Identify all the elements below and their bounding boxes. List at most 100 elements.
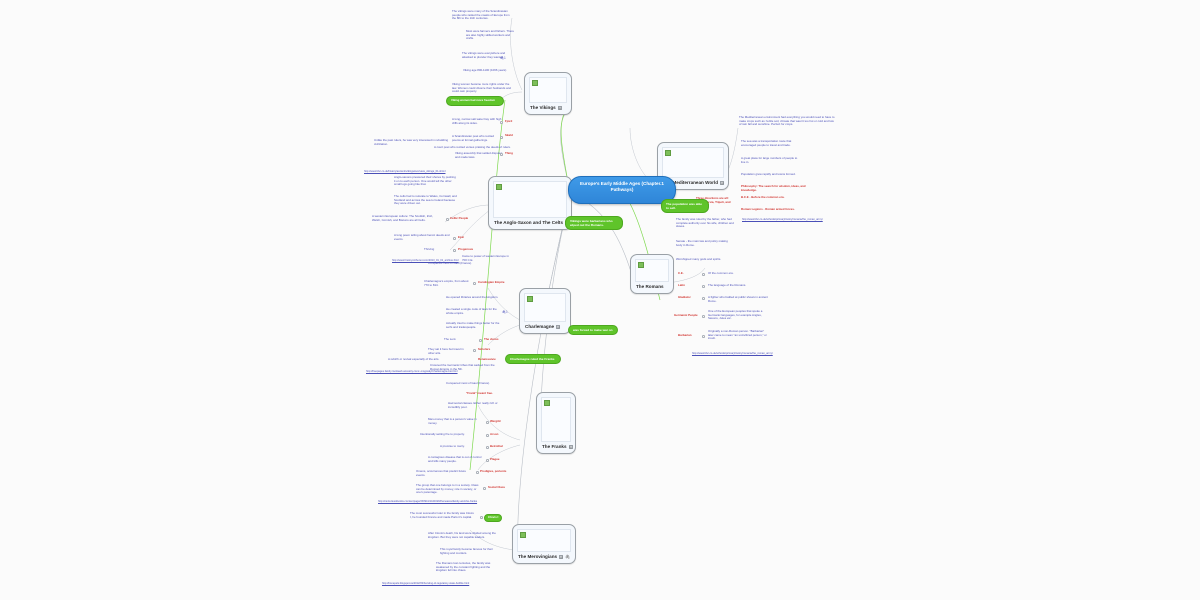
- attachment-icon[interactable]: 🖇1: [500, 56, 506, 60]
- leaf-anglo-term-3[interactable]: Thriving: [424, 247, 435, 251]
- leaf-viking-note-4[interactable]: Viking women became more rights under th…: [452, 82, 511, 94]
- leaf-viking-note-0[interactable]: The vikings were many of the Scandinavia…: [452, 9, 510, 21]
- leaf-romans-link-0[interactable]: http://www.bbc.co.uk/schools/primaryhist…: [742, 218, 823, 221]
- callout-barbarians[interactable]: Vikings were barbarians who wiped out th…: [565, 216, 623, 231]
- leaf-romans-term-1[interactable]: Latin: [678, 283, 685, 287]
- leaf-mero-note-0[interactable]: The most successful ruler in the family …: [410, 511, 474, 519]
- callout-viking-women[interactable]: Viking women had more freedom: [446, 96, 504, 106]
- leaf-franks-term-3[interactable]: Plague: [490, 457, 500, 461]
- leaf-viking-note-8[interactable]: Unlike the past rulers, he was very inte…: [374, 138, 449, 146]
- leaf-med-note-5[interactable]: B.C.E - Before the common era.: [741, 195, 785, 199]
- leaf-anglo-note-1[interactable]: The celts had to relocate to Wales, Corn…: [394, 194, 457, 206]
- leaf-romans-def-0[interactable]: Of the common era.: [708, 271, 734, 275]
- callout-charlemagne-rome[interactable]: was forced to make war on: [568, 325, 618, 336]
- leaf-franks-term-1[interactable]: Arson: [490, 432, 499, 436]
- leaf-med-note-0[interactable]: The Mediterranean environment had everyt…: [739, 115, 835, 127]
- leaf-anglo-term-2[interactable]: Progenous: [458, 247, 474, 251]
- leaf-charlemagne-term-def-0[interactable]: Charlemagne's empire, from about 770 to …: [424, 279, 469, 287]
- central-topic-node[interactable]: Europe's Early Middle Ages (Chapter.1 Pa…: [568, 176, 676, 204]
- leaf-romans-term-2[interactable]: Gladiator: [678, 295, 691, 299]
- leaf-mero-source[interactable]: http://bonepels.blogspot.ca/2012/03/burs…: [382, 582, 470, 585]
- leaf-romans-def-1[interactable]: The language of the Romans.: [708, 283, 747, 287]
- leaf-anglo-term-0[interactable]: Celtic People: [450, 216, 469, 220]
- leaf-anglo-note-0[interactable]: Anglo-saxons pressured their shores by p…: [394, 175, 456, 187]
- topic-node-mediterranean-world[interactable]: The Mediterranean World ▤: [657, 142, 729, 190]
- leaf-charlemagne-term-2[interactable]: Scholars: [478, 347, 491, 351]
- topic-node-franks[interactable]: The Franks ▤: [536, 392, 576, 454]
- note-icon[interactable]: ▤: [557, 105, 562, 110]
- topic-node-romans[interactable]: The Romans: [630, 254, 674, 294]
- leaf-charlemagne-term-3[interactable]: Renaissance: [478, 357, 496, 361]
- leaf-romans-def-2[interactable]: A fighter who battled at public shows in…: [708, 295, 768, 303]
- leaf-viking-term-def-1[interactable]: A Scandinavian poet who recited poems at…: [452, 134, 494, 142]
- leaf-charlemagne-term-def-2[interactable]: They sat it here but travel in other art…: [428, 347, 464, 355]
- topic-node-vikings[interactable]: The Vikings ▤: [524, 72, 572, 115]
- leaf-anglo-term-1[interactable]: Epic: [458, 235, 465, 239]
- leaf-viking-source[interactable]: http://www.bbc.co.uk/history/ancient/vik…: [364, 170, 446, 173]
- leaf-med-note-1[interactable]: The sea was a transportation route that …: [741, 139, 792, 147]
- leaf-anglo-term-def-1[interactable]: A long poem telling about heroic deeds a…: [394, 233, 450, 241]
- leaf-franks-note-gaul[interactable]: Conquered most of Gaul (France).: [446, 381, 491, 385]
- leaf-charlemagne-term-def-3[interactable]: A rebirth or revival especially of the a…: [388, 357, 440, 361]
- leaf-franks-def-3[interactable]: A contagious disease that is out of cont…: [428, 455, 482, 463]
- leaf-romans-def-4[interactable]: Originally a non-Roman person. "Barbaria…: [708, 329, 767, 341]
- leaf-romans-note-1[interactable]: Senate - the main law and policy making …: [676, 239, 728, 247]
- leaf-franks-note-frank[interactable]: "Frank" meant free.: [466, 391, 493, 395]
- callout-charlemagne-franks[interactable]: Charlemagne ruled the Franks: [505, 354, 561, 365]
- leaf-viking-term-1[interactable]: Skald: [505, 133, 513, 137]
- leaf-franks-def-4[interactable]: Omens, occurrences that predict future e…: [416, 469, 466, 477]
- leaf-franks-note-class[interactable]: Had social classes. Either really rich o…: [448, 401, 498, 409]
- leaf-franks-def-5[interactable]: The group that one belongs to in a socie…: [416, 483, 479, 495]
- leaf-mero-term-0[interactable]: Clovis I: [484, 514, 503, 522]
- leaf-med-note-3[interactable]: Population grew rapidly and towns formed…: [741, 172, 796, 176]
- leaf-romans-note-2[interactable]: Worshipped many gods and spirits.: [676, 257, 722, 261]
- topic-node-merovingians[interactable]: The Merovingians ▤ 🖇: [512, 524, 576, 564]
- leaf-franks-term-4[interactable]: Prodigies, portents: [480, 469, 507, 473]
- leaf-viking-term-2[interactable]: Thing: [505, 151, 513, 155]
- leaf-viking-term-0[interactable]: Fjord: [505, 119, 513, 123]
- leaf-charlemagne-term-def-1[interactable]: The Lent.: [444, 337, 457, 341]
- leaf-viking-note-2[interactable]: The vikings were everywhere and attacked…: [462, 51, 506, 59]
- leaf-franks-def-1[interactable]: Intentionally setting fire to property.: [420, 432, 465, 436]
- leaf-med-note-4[interactable]: Philosophy: The search for wisdom, ideas…: [741, 184, 806, 192]
- leaf-viking-note-1[interactable]: Most were farmers and fishers. There are…: [466, 29, 514, 41]
- leaf-viking-note-3[interactable]: Viking age 800-1100 (1066 years): [463, 68, 507, 72]
- leaf-romans-note-0[interactable]: The family was ruled by the father, who …: [676, 217, 734, 229]
- leaf-anglo-term-def-0[interactable]: A western European culture: The Scottish…: [372, 214, 434, 222]
- leaf-charlemagne-note-1[interactable]: He opened libraries around the kingdom.: [446, 295, 499, 299]
- leaf-med-note-6[interactable]: Roman Legions - Roman armed forces.: [741, 207, 795, 211]
- leaf-viking-term-def-0[interactable]: A long, narrow salt water bay with high …: [452, 117, 502, 125]
- note-icon[interactable]: ▤: [559, 554, 564, 559]
- topic-node-charlemagne[interactable]: Charlemagne ▤: [519, 288, 571, 334]
- leaf-charlemagne-source[interactable]: http://freepages.family.rootsweb.ancestr…: [366, 370, 458, 373]
- leaf-romans-term-4[interactable]: Barbarian: [678, 333, 692, 337]
- leaf-franks-def-2[interactable]: A promise to marry.: [440, 444, 465, 448]
- leaf-charlemagne-term-1[interactable]: The clerus: [484, 337, 499, 341]
- leaf-charlemagne-note-2[interactable]: He created a single code of laws for the…: [446, 307, 497, 315]
- note-icon[interactable]: ▤: [556, 324, 561, 329]
- leaf-romans-source[interactable]: http://www.bbc.co.uk/schools/primaryhist…: [692, 352, 773, 355]
- leaf-franks-def-0[interactable]: Man-money that is a person's value in mo…: [428, 417, 477, 425]
- leaf-franks-term-2[interactable]: Betrothal: [490, 444, 503, 448]
- leaf-charlemagne-note-3[interactable]: Actually tried to make things better for…: [446, 321, 500, 329]
- leaf-mero-note-3[interactable]: The Romans lost centuries, the family wa…: [436, 561, 491, 573]
- leaf-romans-term-3[interactable]: Germanic People: [674, 313, 698, 317]
- leaf-romans-def-3[interactable]: One of the European peoples that spoke a…: [708, 309, 763, 321]
- leaf-mero-note-1[interactable]: After Clovis's death, his land were divi…: [428, 531, 496, 539]
- callout-population[interactable]: The population was able to sell.: [661, 199, 709, 214]
- leaf-franks-term-0[interactable]: Wergild: [490, 419, 501, 423]
- leaf-mero-note-2[interactable]: This royal family became famous for thei…: [440, 547, 493, 555]
- leaf-charlemagne-note-8[interactable]: Conquered most of Gaul (France).: [428, 261, 473, 265]
- leaf-anglo-source[interactable]: http://www.historyonthenet.com/2013_01_0…: [392, 259, 459, 262]
- leaf-franks-term-5[interactable]: Social Class: [488, 485, 506, 489]
- attachment-icon[interactable]: 🖇1: [502, 310, 508, 314]
- leaf-med-note-2[interactable]: A great place for large numbers of peopl…: [741, 156, 798, 164]
- leaf-viking-term-def-2[interactable]: Viking assembly that settled disputes an…: [455, 151, 503, 159]
- topic-node-anglo-saxon-celts[interactable]: The Anglo-Saxon and The Celts ▤: [488, 176, 572, 230]
- leaf-viking-note-9[interactable]: A court poet who recited verses praising…: [434, 145, 511, 149]
- leaf-romans-term-0[interactable]: C.E.: [678, 271, 684, 275]
- note-icon[interactable]: ▤: [568, 444, 573, 449]
- attachment-icon[interactable]: 🖇: [565, 553, 571, 559]
- note-icon[interactable]: ▤: [720, 180, 725, 185]
